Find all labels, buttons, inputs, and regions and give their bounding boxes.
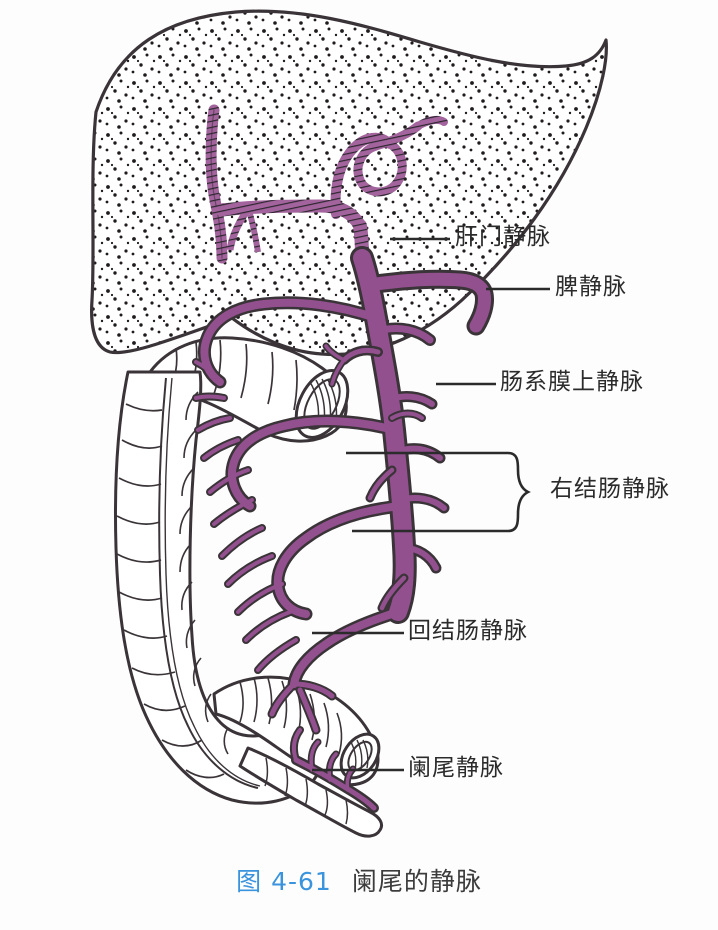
ascending-colon bbox=[114, 370, 325, 805]
bracket-right-colic-vein bbox=[346, 451, 531, 533]
label-hepatic-portal-vein: 肝门静脉 bbox=[455, 224, 551, 250]
appendix bbox=[238, 746, 384, 838]
label-superior-mesenteric-vein: 肠系膜上静脉 bbox=[500, 369, 644, 395]
figure-caption: 图 4-61 阑尾的静脉 bbox=[0, 862, 718, 898]
leader-lines bbox=[312, 237, 550, 772]
label-appendicular-vein: 阑尾静脉 bbox=[408, 755, 504, 781]
figure-number: 图 4-61 bbox=[236, 867, 332, 896]
portal-vein-tree bbox=[205, 104, 448, 265]
figure-title: 阑尾的静脉 bbox=[351, 867, 482, 896]
vein-network bbox=[192, 246, 494, 813]
liver bbox=[90, 9, 608, 357]
label-splenic-vein: 脾静脉 bbox=[555, 274, 627, 300]
label-right-colic-vein: 右结肠静脉 bbox=[550, 476, 670, 502]
label-ileocolic-vein: 回结肠静脉 bbox=[408, 618, 528, 644]
